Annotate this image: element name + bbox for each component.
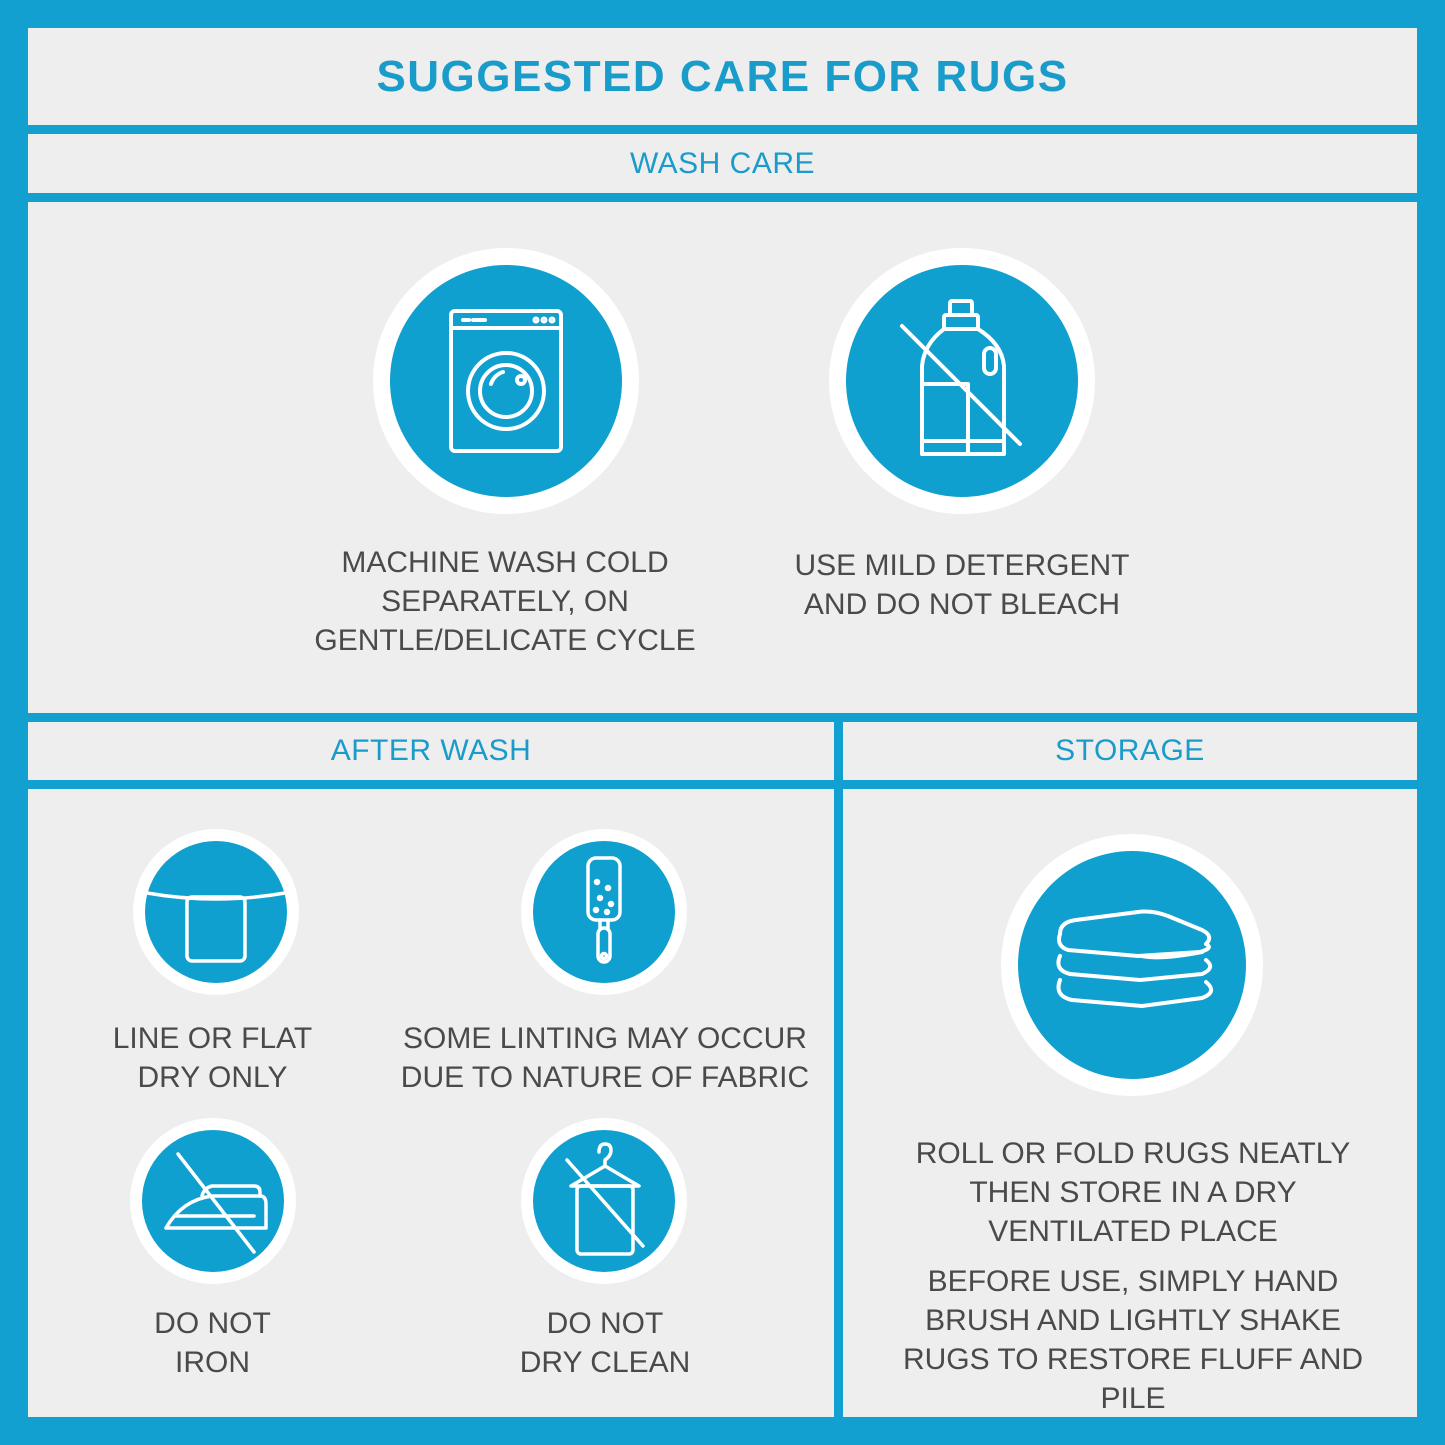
line-dry-badge (133, 829, 299, 995)
folded-towels-icon (1056, 909, 1214, 1008)
washing-machine-icon (449, 309, 563, 453)
line-dry-caption: LINE OR FLAT DRY ONLY (112, 1022, 313, 1094)
line-dry-icon (145, 891, 287, 963)
lint-roller-badge (521, 829, 687, 995)
storage-heading: STORAGE (843, 722, 1417, 780)
no-iron-icon (164, 1152, 268, 1254)
no-dry-clean-caption: DO NOT DRY CLEAN (519, 1307, 691, 1379)
folded-towels-badge (1001, 834, 1263, 1096)
mild-detergent-caption: USE MILD DETERGENT AND DO NOT BLEACH (794, 549, 1130, 621)
page-title: SUGGESTED CARE FOR RUGS (28, 28, 1417, 125)
wash-cold-caption: MACHINE WASH COLD SEPARATELY, ON GENTLE/… (314, 546, 696, 657)
no-bleach-badge (829, 248, 1095, 514)
after-wash-heading: AFTER WASH (28, 722, 834, 780)
before-use-caption: BEFORE USE, SIMPLY HAND BRUSH AND LIGHTL… (902, 1265, 1364, 1415)
lint-roller-icon (586, 856, 622, 964)
no-iron-caption: DO NOT IRON (154, 1307, 271, 1379)
no-bleach-icon (900, 299, 1022, 456)
storage-caption: ROLL OR FOLD RUGS NEATLY THEN STORE IN A… (915, 1137, 1351, 1248)
no-iron-badge (130, 1118, 296, 1284)
no-dry-clean-icon (565, 1142, 645, 1256)
washing-machine-badge (373, 248, 639, 514)
linting-caption: SOME LINTING MAY OCCUR DUE TO NATURE OF … (400, 1022, 810, 1094)
wash-care-panel (28, 202, 1417, 713)
no-dry-clean-badge (521, 1118, 687, 1284)
wash-care-heading: WASH CARE (28, 134, 1417, 193)
